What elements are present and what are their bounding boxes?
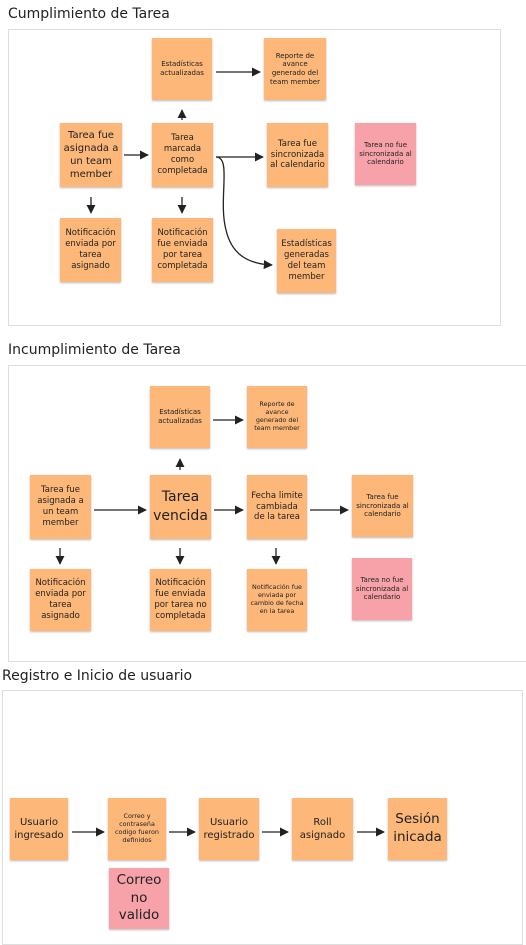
- section-title-cumplimiento: Cumplimiento de Tarea: [8, 6, 170, 22]
- section-title-registro: Registro e Inicio de usuario: [2, 668, 193, 684]
- section-title-incumplimiento: Incumplimiento de Tarea: [8, 342, 181, 358]
- note-task-not-synced-2[interactable]: Tarea no fue sincronizada al calendario: [352, 558, 412, 620]
- note-task-overdue[interactable]: Tarea vencida: [150, 475, 211, 539]
- note-task-not-synced[interactable]: Tarea no fue sincronizada al calendario: [355, 123, 416, 185]
- note-task-synced[interactable]: Tarea fue sincronizada al calendario: [267, 123, 328, 187]
- note-notification-completed[interactable]: Notificación fue enviada por tarea compl…: [152, 218, 213, 282]
- note-notification-not-completed[interactable]: Notificación fue enviada por tarea no co…: [150, 569, 211, 631]
- note-task-synced-2[interactable]: Tarea fue sincronizada al calendario: [352, 475, 413, 537]
- note-member-stats[interactable]: Estadísticas generadas del team member: [277, 229, 336, 293]
- note-task-assigned-2[interactable]: Tarea fue asignada a un team member: [30, 475, 91, 539]
- note-notification-date-change[interactable]: Notificación fue enviada por cambio de f…: [247, 569, 307, 631]
- note-invalid-email[interactable]: Correo no valido: [109, 868, 169, 929]
- note-user-entered[interactable]: Usuario ingresado: [10, 798, 68, 860]
- note-notification-assigned-2[interactable]: Notificación enviada por tarea asignado: [30, 569, 91, 631]
- note-role-assigned[interactable]: Roll asignado: [292, 798, 353, 860]
- note-stats-updated[interactable]: Estadísticas actualizadas: [152, 38, 212, 100]
- note-credentials-defined[interactable]: Correo y contraseña codigo fueron defini…: [108, 798, 166, 860]
- note-user-registered[interactable]: Usuario registrado: [199, 798, 259, 860]
- note-progress-report[interactable]: Reporte de avance generado del team memb…: [264, 38, 326, 100]
- note-session-started[interactable]: Sesión inicada: [388, 798, 447, 860]
- note-task-assigned[interactable]: Tarea fue asignada a un team member: [60, 123, 122, 187]
- arrow-marked-to-member-stats: [215, 156, 273, 270]
- note-progress-report-2[interactable]: Reporte de avance generado del team memb…: [247, 386, 307, 448]
- note-stats-updated-2[interactable]: Estadísticas actualizadas: [150, 386, 210, 448]
- note-deadline-changed[interactable]: Fecha limite cambiada de la tarea: [247, 475, 307, 539]
- note-notification-assigned[interactable]: Notificación enviada por tarea asignado: [60, 218, 121, 282]
- note-task-marked-completed[interactable]: Tarea marcada como completada: [152, 123, 213, 187]
